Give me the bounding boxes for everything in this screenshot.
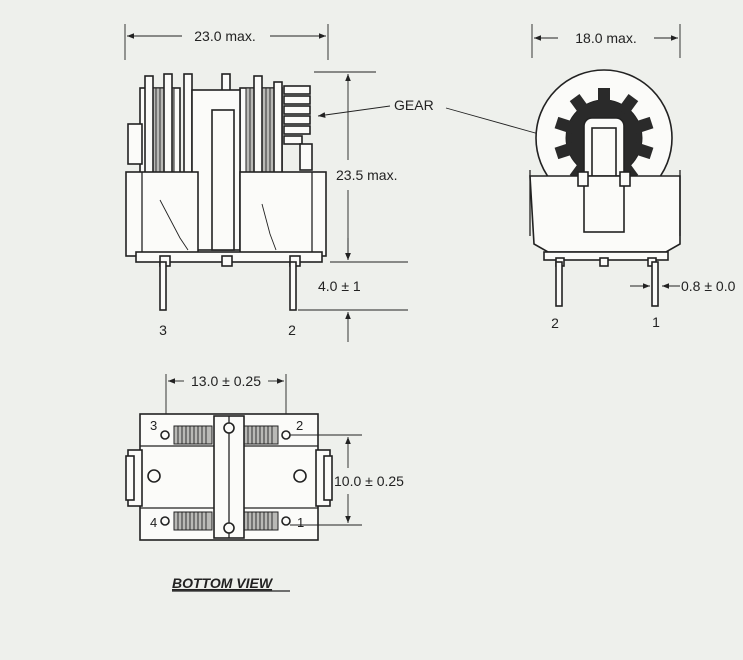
coil-body (125, 73, 327, 267)
front-pin-3 (159, 261, 167, 311)
front-pin-label-3: 3 (159, 322, 167, 338)
bottom-pin-label-3: 3 (150, 418, 157, 433)
front-view: 23.0 max. (124, 24, 547, 342)
bottom-pin-hole-1 (281, 516, 291, 526)
bottom-pin-label-4: 4 (150, 515, 157, 530)
front-pin-length-dim: 4.0 ± 1 (318, 278, 361, 294)
front-width-dim: 23.0 max. (194, 28, 255, 44)
bottom-pin-hole-2 (281, 430, 291, 440)
side-pin-dia-dim: 0.8 ± 0.0 (681, 278, 736, 294)
side-pin-label-1: 1 (652, 314, 660, 330)
bottom-pin-hole-3 (160, 430, 170, 440)
bottom-coils (173, 425, 279, 531)
bottom-spacing-y-dim: 10.0 ± 0.25 (334, 473, 404, 489)
bottom-view: 13.0 ± 0.25 (125, 373, 404, 592)
side-width-dim: 18.0 max. (575, 30, 636, 46)
side-pin-2 (555, 261, 563, 307)
front-height-dim: 23.5 max. (336, 167, 397, 183)
bottom-view-caption: BOTTOM VIEW (172, 575, 274, 591)
front-pin-2 (289, 261, 297, 311)
bottom-pin-label-1: 1 (297, 515, 304, 530)
front-pin-label-2: 2 (288, 322, 296, 338)
gear-label: GEAR (394, 97, 434, 113)
bottom-pin-hole-4 (160, 516, 170, 526)
side-pin-1 (651, 261, 659, 307)
side-view: 18.0 max. (529, 24, 736, 331)
side-pin-label-2: 2 (551, 315, 559, 331)
bottom-pin-label-2: 2 (296, 418, 303, 433)
gear-ridges (283, 85, 313, 171)
bottom-spacing-x-dim: 13.0 ± 0.25 (191, 373, 261, 389)
